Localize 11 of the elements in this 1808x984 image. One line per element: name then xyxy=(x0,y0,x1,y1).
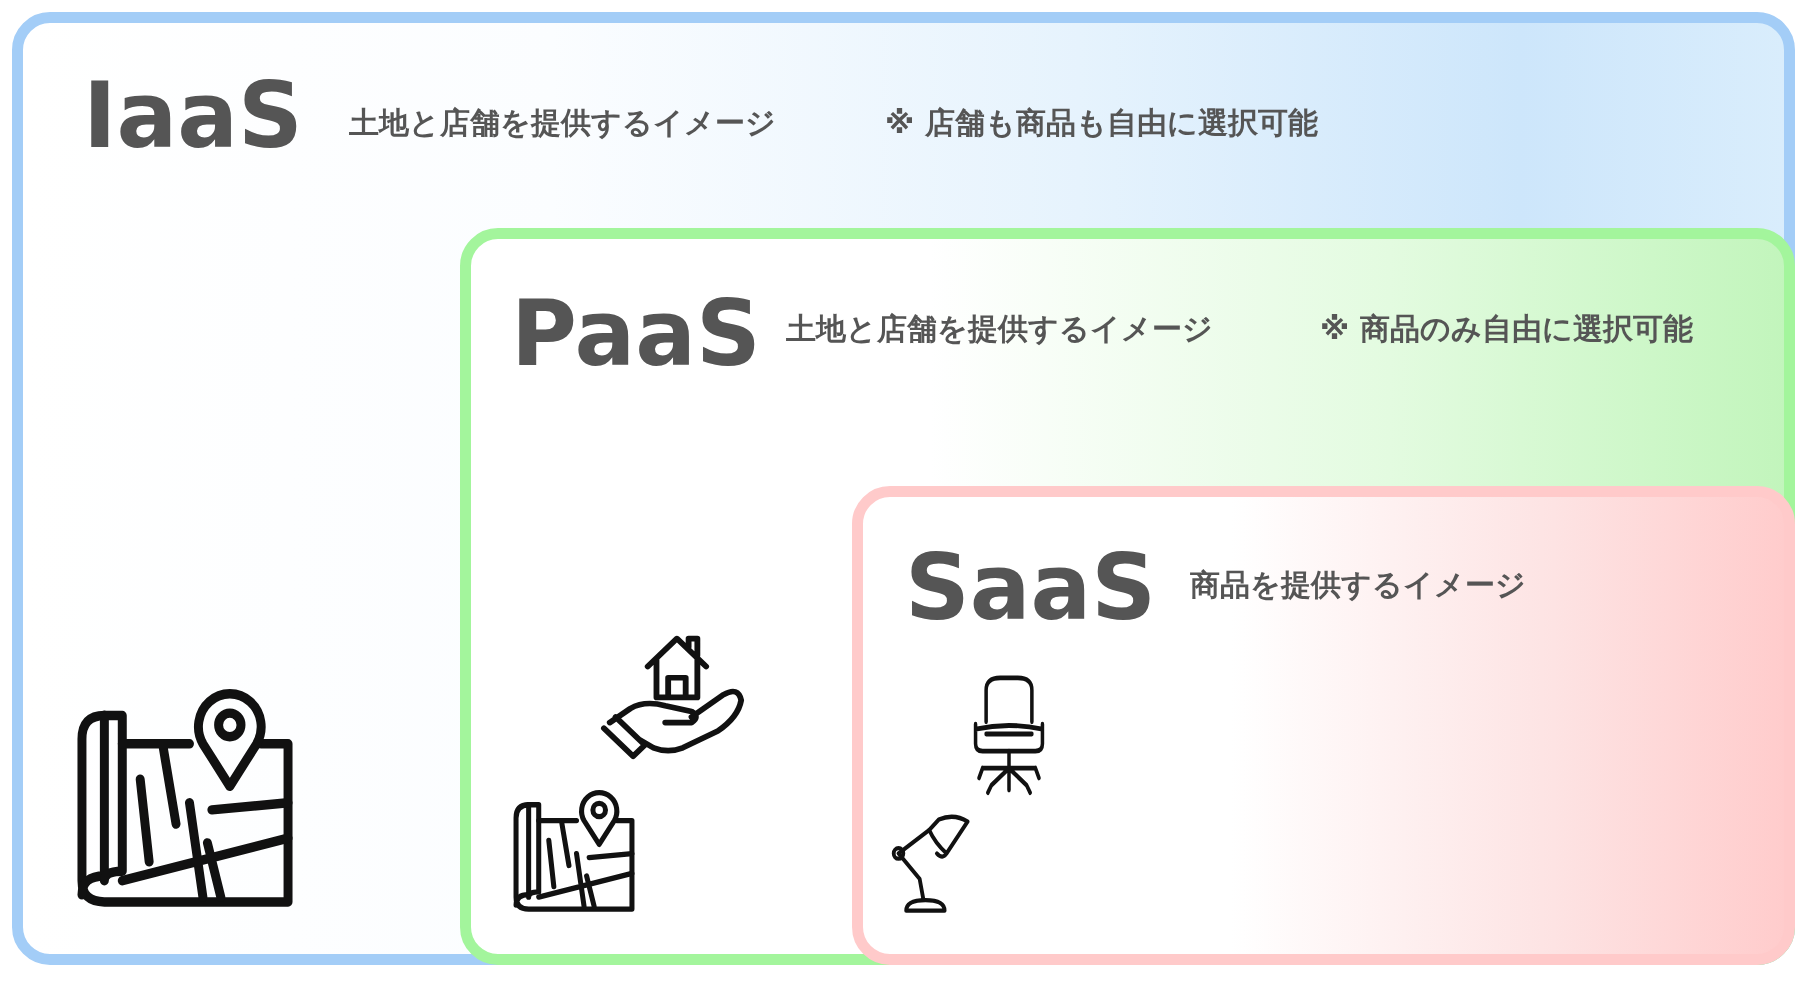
description-text: 土地と店舗を提供するイメージ xyxy=(349,105,776,141)
service-title: PaaS xyxy=(511,289,761,379)
note-text: ※ 店舗も商品も自由に選択可能 xyxy=(885,105,1318,141)
service-panel xyxy=(852,486,1795,965)
note-text: ※ 商品のみ自由に選択可能 xyxy=(1320,311,1693,347)
service-title: SaaS xyxy=(905,543,1157,633)
description-text: 土地と店舗を提供するイメージ xyxy=(786,311,1213,347)
service-title: IaaS xyxy=(83,71,303,161)
service-panel xyxy=(12,12,1795,965)
service-panel xyxy=(460,228,1795,965)
description-text: 商品を提供するイメージ xyxy=(1190,567,1526,603)
